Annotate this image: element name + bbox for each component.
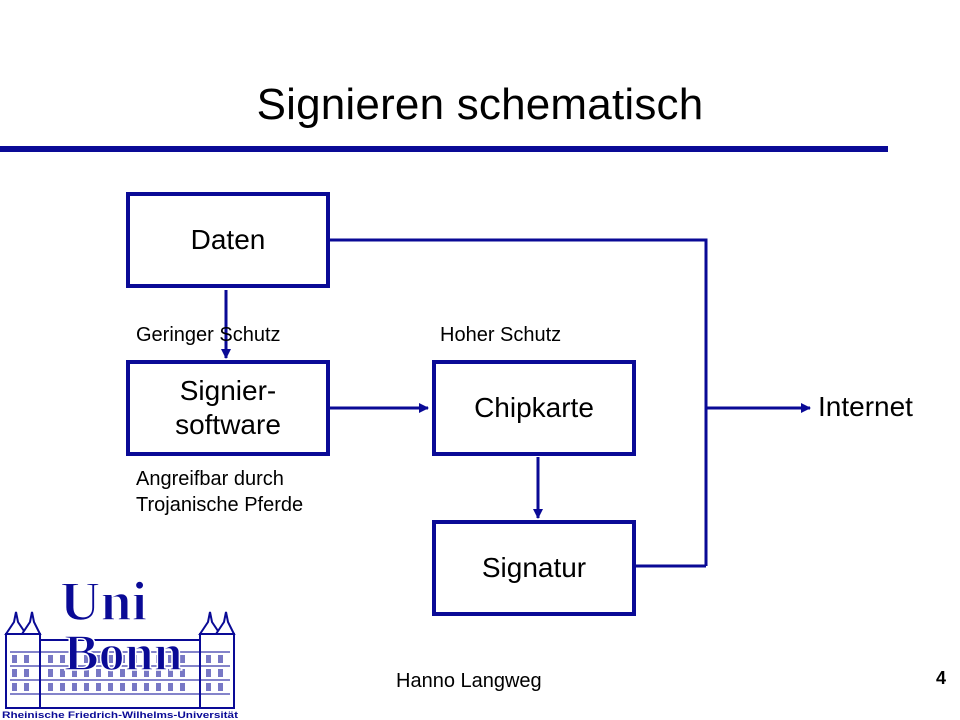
slide-title: Signieren schematisch: [256, 80, 704, 129]
logo-text-bonn: Bonn: [64, 625, 183, 682]
node-chipkarte: Chipkarte: [432, 360, 636, 456]
line-daten-to-junction: [330, 238, 708, 566]
node-chipkarte-label: Chipkarte: [474, 392, 594, 423]
label-geringer-schutz: Geringer Schutz: [136, 324, 281, 346]
node-daten-label: Daten: [190, 224, 266, 255]
node-signier-software: Signier- software: [126, 360, 330, 456]
footer-author: Hanno Langweg: [396, 670, 542, 692]
uni-bonn-logo: Uni Bonn Rheinische Friedrich-Wilhelms-U…: [2, 570, 239, 720]
logo-caption: Rheinische Friedrich-Wilhelms-Universitä…: [2, 710, 239, 720]
page-number: 4: [936, 668, 947, 688]
label-hoher-schutz: Hoher Schutz: [440, 324, 562, 346]
node-signier-software-label: Signier- software: [175, 375, 281, 440]
label-angreifbar: Angreifbar durch Trojanische Pferde: [136, 468, 304, 516]
node-daten: Daten: [126, 192, 330, 288]
title-underline: [0, 146, 888, 152]
node-signatur-label: Signatur: [481, 552, 587, 583]
node-signatur: Signatur: [432, 520, 636, 616]
label-internet: Internet: [818, 391, 913, 422]
logo-text-uni: Uni: [60, 571, 147, 633]
